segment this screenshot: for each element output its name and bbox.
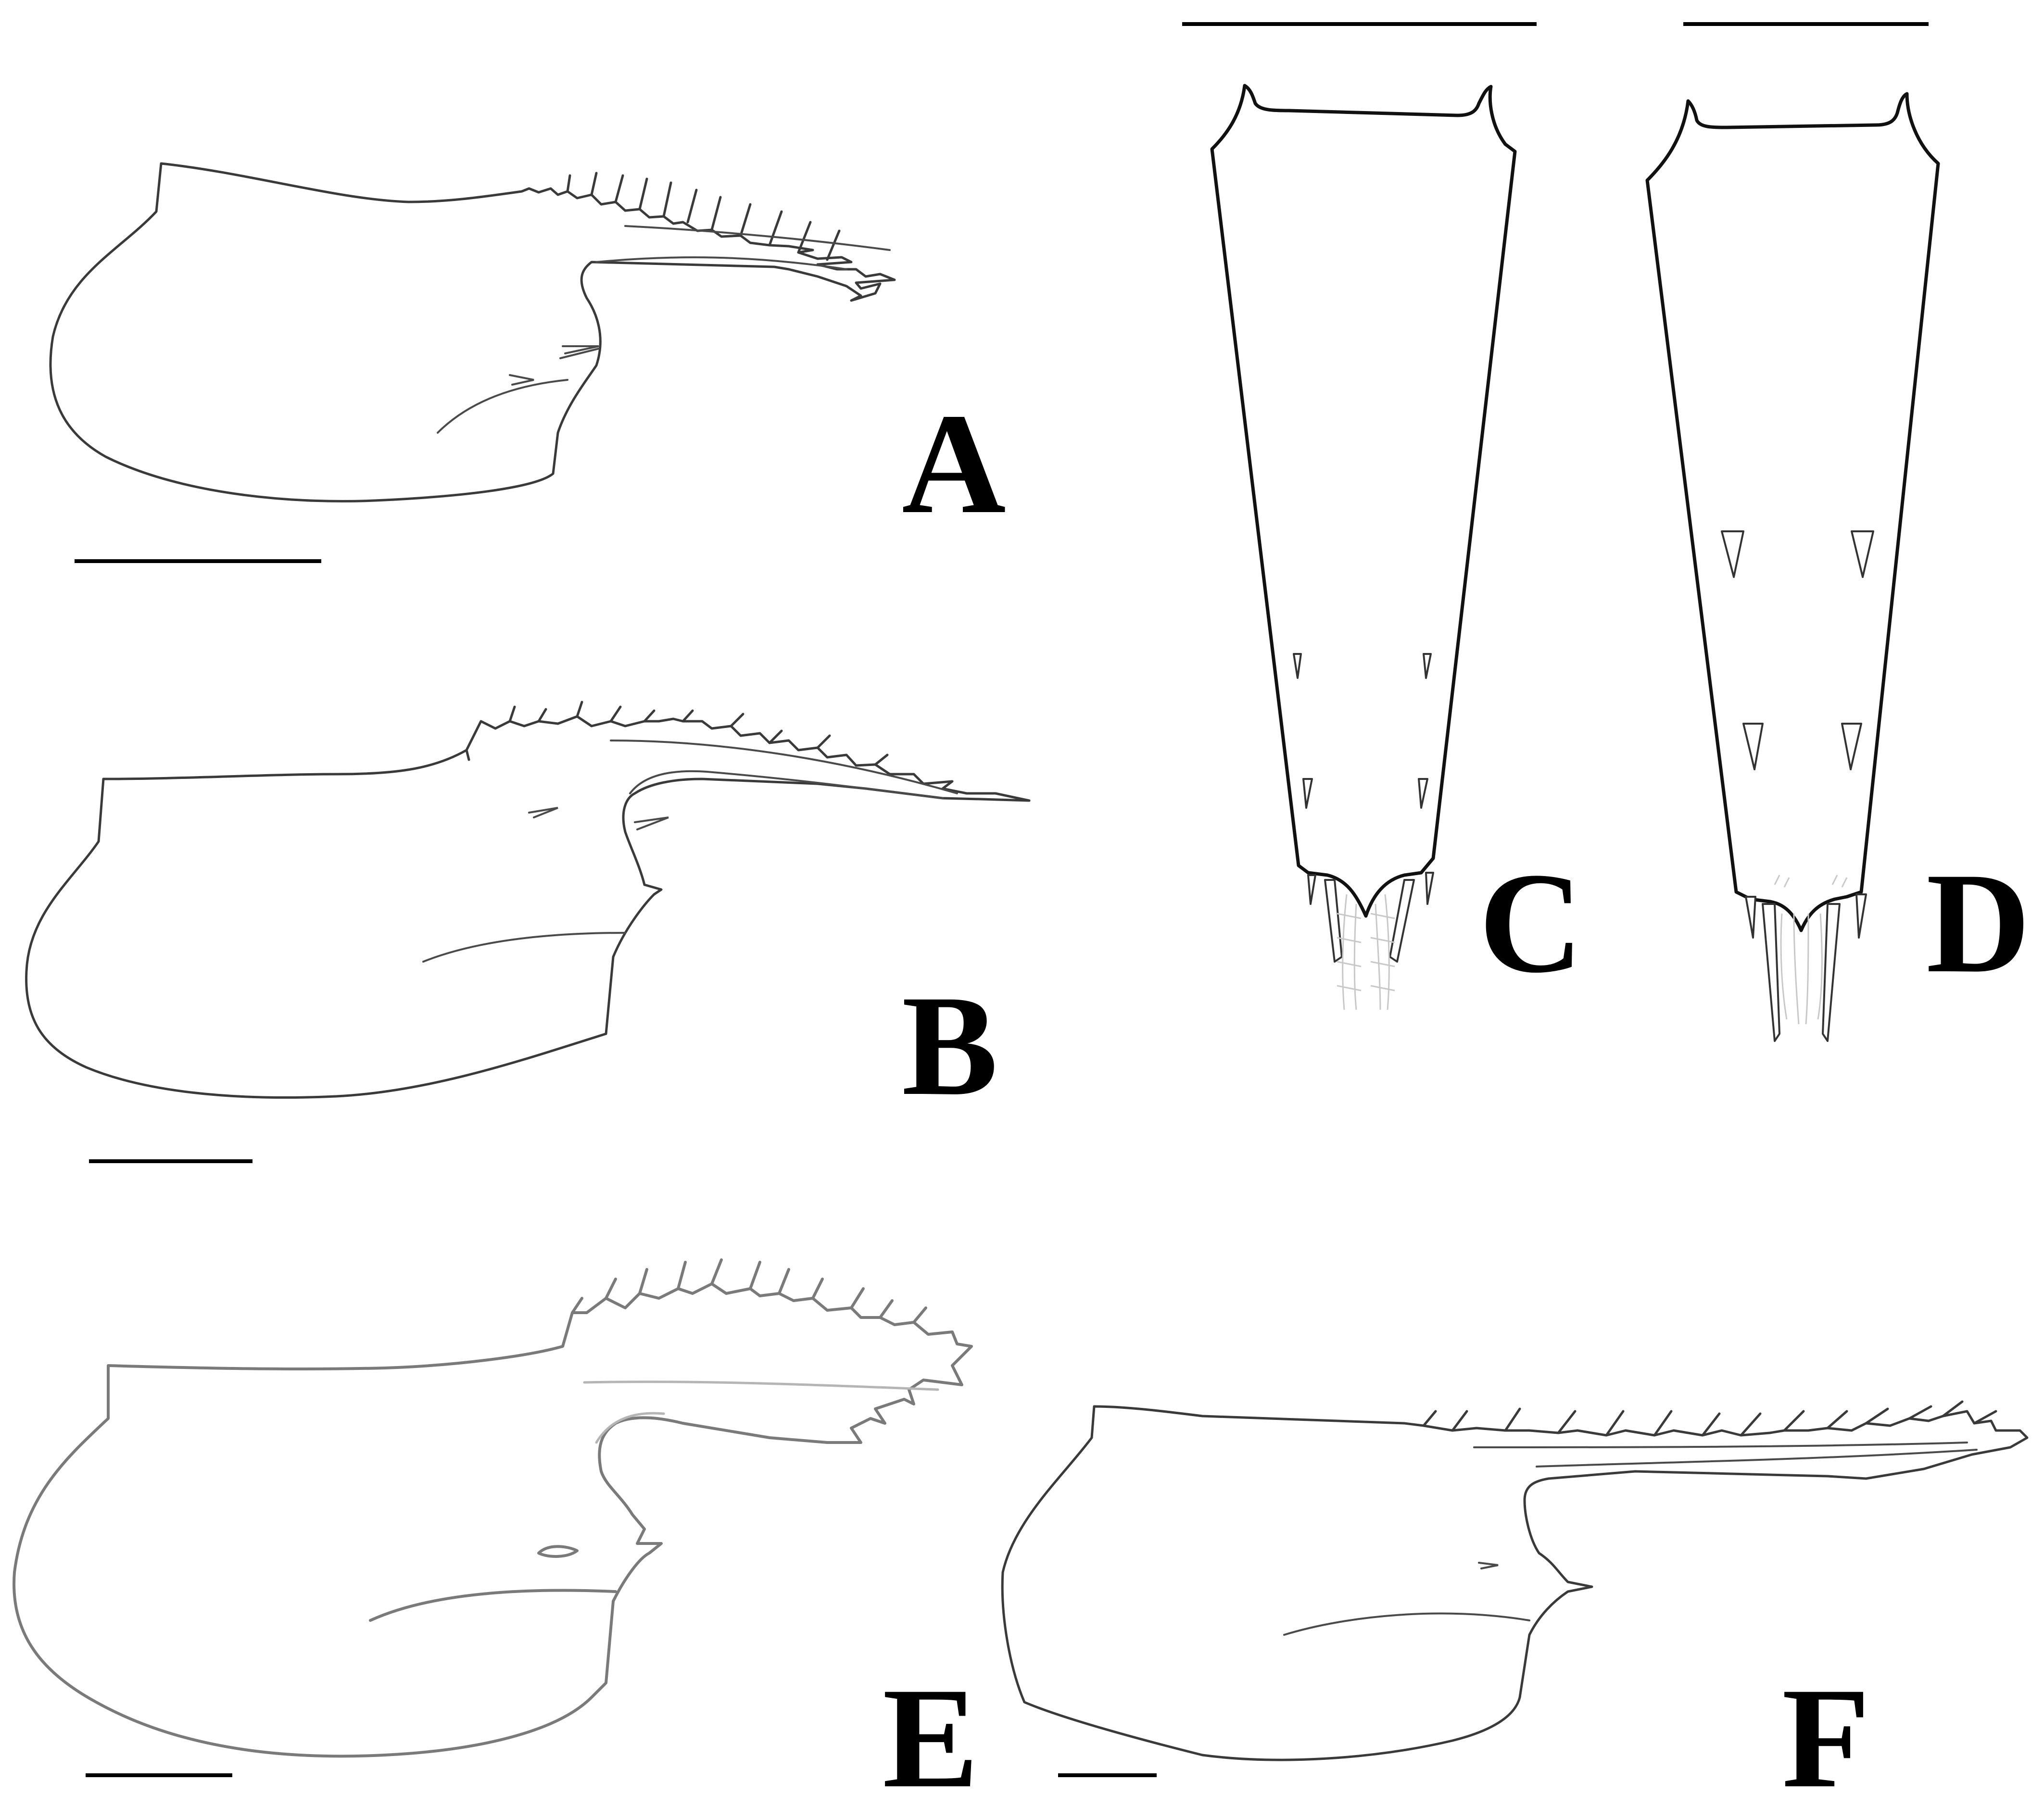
panel-b-teeth-dorsal <box>465 701 889 766</box>
panel-c-plumose-setae <box>1337 894 1395 1010</box>
panel-b: B <box>25 701 1031 1163</box>
panel-a-teeth-dorsal <box>566 172 841 261</box>
panel-b-spine-groove <box>422 932 626 963</box>
panel-d-spines <box>1721 530 1874 1042</box>
panel-d-plumose-setae <box>1774 875 1848 1025</box>
panel-f-carapace-outline <box>1001 1405 2029 1761</box>
panel-e: E <box>13 1258 979 1794</box>
panel-a-rostral-inner-line-2 <box>595 256 847 270</box>
panel-d-label: D <box>1926 843 2031 1003</box>
panel-b-rostral-inner-line-2 <box>629 770 944 799</box>
panel-f: F <box>1001 1400 2029 1794</box>
panel-b-carapace-outline <box>25 715 1031 1099</box>
panel-a-label: A <box>902 384 1006 543</box>
panel-f-rostral-inner-line <box>1473 1442 1968 1448</box>
panel-c-spines <box>1293 653 1434 963</box>
panel-e-teeth-dorsal <box>571 1258 927 1324</box>
panel-e-rostral-inner-line-2 <box>595 1412 665 1444</box>
panel-c-label: C <box>1479 843 1583 1003</box>
panel-e-label: E <box>883 1658 979 1794</box>
panel-f-label: F <box>1782 1658 1870 1794</box>
panel-b-small-spines <box>528 807 669 830</box>
panel-a: A <box>49 162 1006 563</box>
panel-f-spine-groove <box>1283 1612 1530 1636</box>
panel-c: C <box>1182 22 1583 1010</box>
panel-a-small-spines <box>509 345 600 386</box>
panel-e-rostral-inner-line <box>583 1380 939 1391</box>
panel-d-telson-outline <box>1645 92 1940 932</box>
panel-a-spine-groove <box>437 379 568 434</box>
panel-f-small-spines <box>1478 1562 1499 1569</box>
panel-e-carapace-outline <box>13 1282 973 1758</box>
panel-c-telson-outline <box>1210 84 1517 918</box>
panel-f-teeth-dorsal <box>1422 1400 1997 1437</box>
panel-b-label: B <box>902 966 998 1125</box>
panel-a-rostral-inner-line <box>624 225 891 251</box>
panel-e-small-spine-ring <box>537 1545 579 1558</box>
panel-f-rostral-inner-line-2 <box>1536 1449 1978 1468</box>
panel-e-spine-groove <box>369 1589 617 1622</box>
panel-d: D <box>1645 22 2031 1042</box>
panel-b-rostral-inner-line <box>610 740 958 794</box>
panel-a-carapace-outline <box>49 162 896 502</box>
